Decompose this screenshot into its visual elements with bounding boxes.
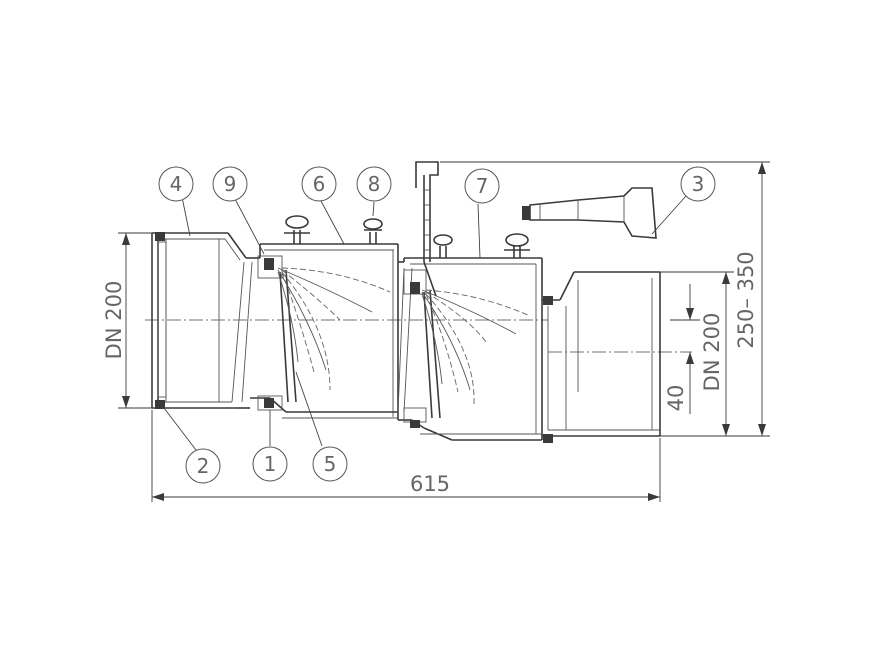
dim-outlet-offset-label: 40 xyxy=(664,385,688,412)
inlet-socket xyxy=(151,232,247,409)
handwheel-3 xyxy=(504,233,530,258)
svg-text:9: 9 xyxy=(224,172,237,196)
dim-outlet-diameter-label: DN 200 xyxy=(700,313,724,392)
dim-overall-height-label: 250– 350 xyxy=(734,251,758,348)
callout-7: 7 xyxy=(464,168,500,204)
dim-outlet-offset xyxy=(670,284,700,414)
dim-overall-length-label: 615 xyxy=(410,472,450,496)
svg-text:7: 7 xyxy=(476,174,489,198)
flap-disc-1-inner xyxy=(279,271,289,403)
flap-disc-2 xyxy=(429,289,441,419)
flap-seat-top-2 xyxy=(410,282,420,294)
flap-seat-top xyxy=(264,258,274,270)
flap-disc-2-inner xyxy=(423,291,433,419)
manual-lever xyxy=(415,161,439,297)
handwheel-2 xyxy=(433,234,453,258)
first-flap-swing-arcs xyxy=(277,267,391,391)
outlet-seal-bottom xyxy=(543,434,553,443)
callout-3: 3 xyxy=(680,166,716,202)
svg-text:6: 6 xyxy=(313,172,326,196)
seal-ring-bottom xyxy=(155,400,165,409)
dim-inlet-diameter xyxy=(118,232,152,409)
outlet-spigot xyxy=(542,271,661,437)
svg-text:2: 2 xyxy=(197,454,210,478)
flap-disc-1 xyxy=(285,269,297,403)
operating-key xyxy=(522,187,657,239)
outlet-seal-top xyxy=(543,296,553,305)
svg-text:1: 1 xyxy=(264,452,277,476)
callout-1: 1 xyxy=(252,446,288,482)
callout-9: 9 xyxy=(212,166,248,202)
dim-overall-length xyxy=(151,410,661,502)
handwheel-1 xyxy=(284,215,310,244)
callout-8: 8 xyxy=(356,166,392,202)
vent-cap-8 xyxy=(363,218,383,244)
callout-5: 5 xyxy=(312,446,348,482)
flap-seat-bottom xyxy=(264,398,274,408)
svg-text:5: 5 xyxy=(324,452,337,476)
second-flap-swing-arcs xyxy=(421,289,531,405)
svg-text:3: 3 xyxy=(692,172,705,196)
first-flap-housing xyxy=(231,243,399,420)
svg-text:4: 4 xyxy=(170,172,183,196)
dim-overall-height xyxy=(440,161,770,437)
callout-4: 4 xyxy=(158,166,194,202)
flap-seat-bottom-2 xyxy=(410,420,420,428)
leader-lines xyxy=(163,195,687,451)
dim-outlet-diameter xyxy=(660,271,734,436)
center-lines xyxy=(145,319,692,353)
seal-ring-top xyxy=(155,232,165,241)
svg-text:8: 8 xyxy=(368,172,381,196)
callout-6: 6 xyxy=(301,166,337,202)
callout-2: 2 xyxy=(185,448,221,484)
dim-inlet-diameter-label: DN 200 xyxy=(102,281,126,360)
